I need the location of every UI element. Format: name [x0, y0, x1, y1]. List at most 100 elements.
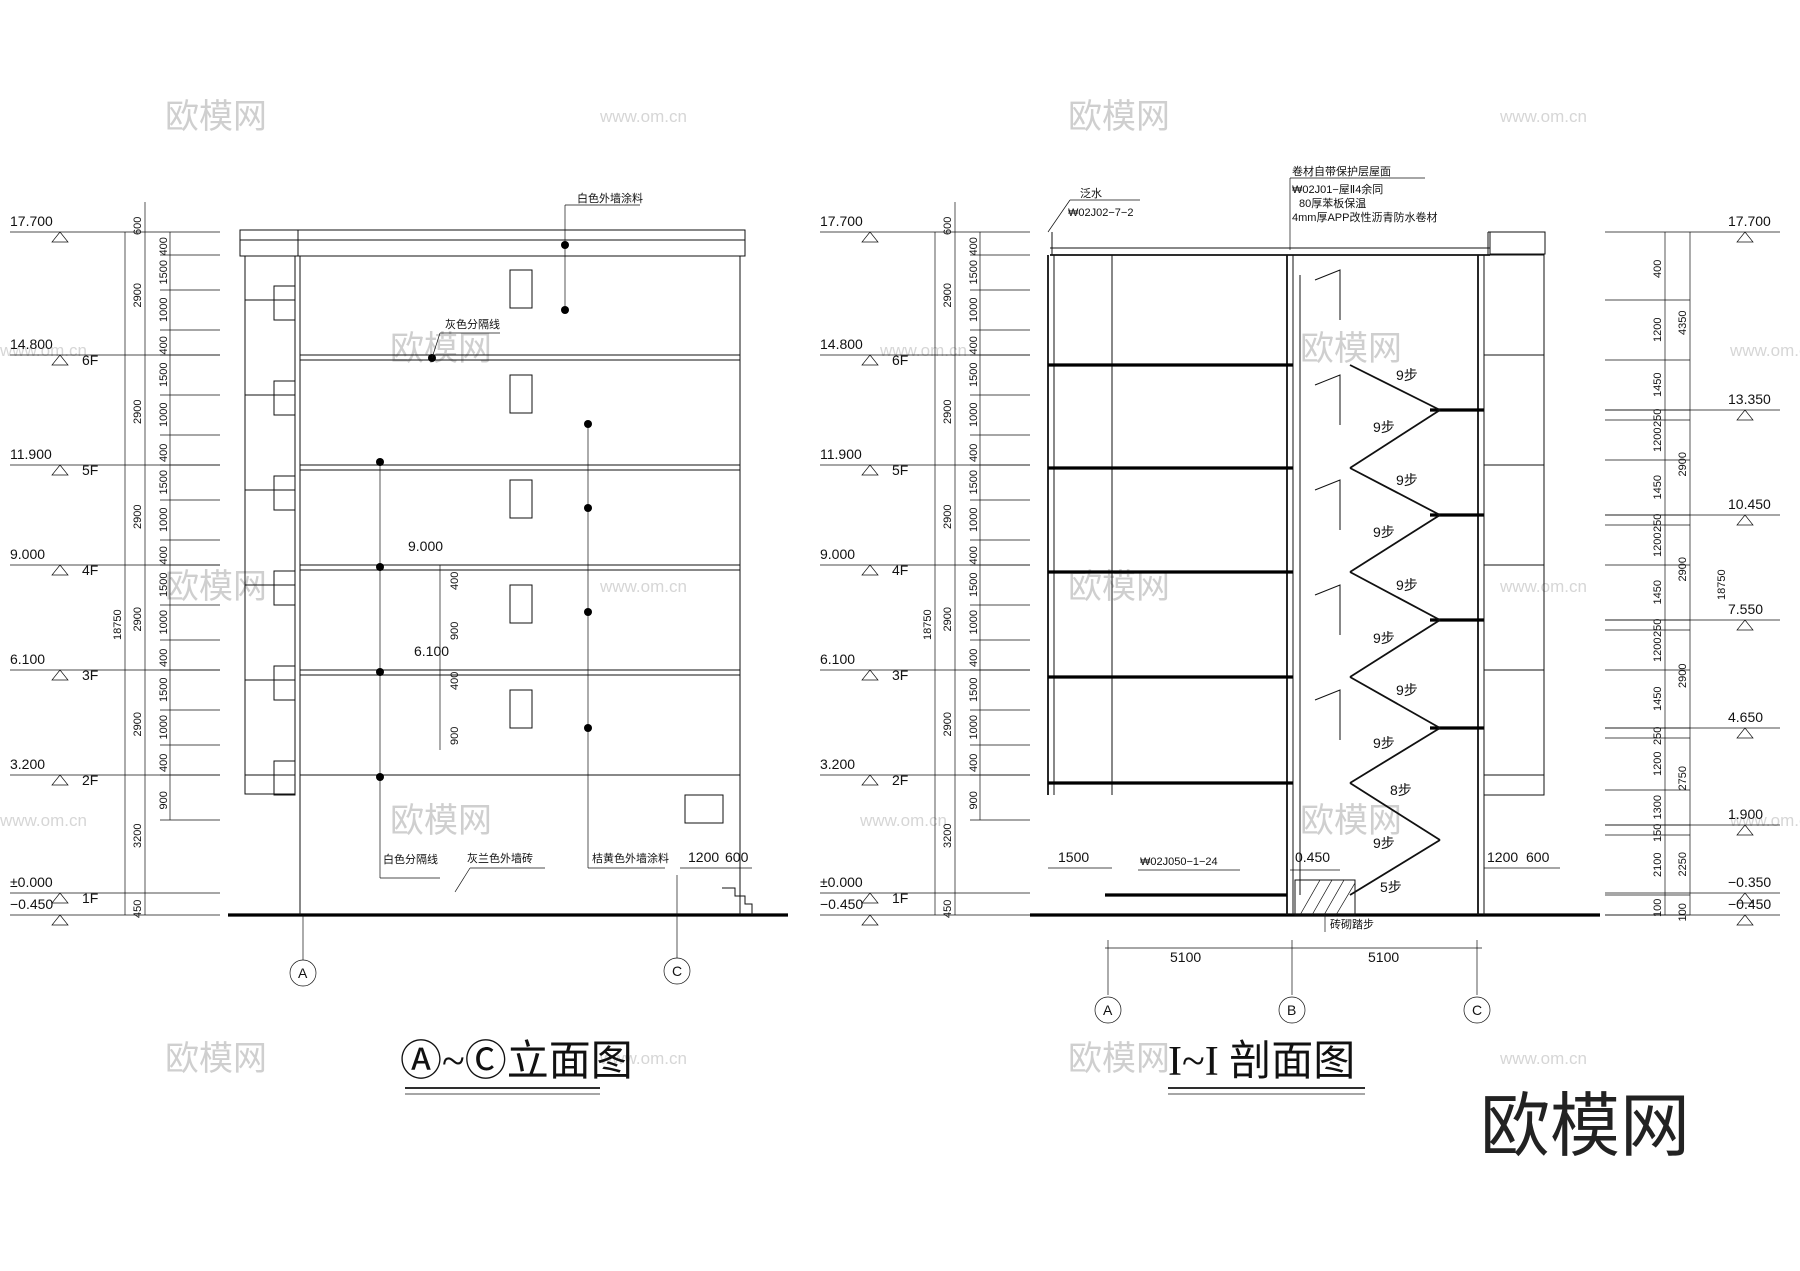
axis-label: A [1103, 1002, 1113, 1018]
dim-total: 18750 [922, 609, 934, 640]
level-elevation: 4.650 [1728, 709, 1763, 725]
watermark-logo: 欧模网 [1068, 568, 1170, 606]
facade-window [509, 374, 533, 414]
landing-slabs [1430, 408, 1484, 730]
dim-value: 1500 [968, 470, 980, 494]
axis-bubble [1463, 996, 1491, 1024]
dim-value: 2900 [132, 712, 144, 736]
window-dim: 400 [449, 572, 461, 590]
dim-value: 1000 [968, 715, 980, 739]
dim-value: 1500 [158, 470, 170, 494]
dim-value: 1200 [1652, 318, 1664, 342]
roof-note: 80厚苯板保温 [1299, 196, 1366, 210]
level-elevation: −0.450 [10, 896, 53, 912]
watermark-url: www.om.cn [1729, 341, 1800, 360]
dim-value: 2750 [1677, 766, 1689, 790]
window-dim: 400 [449, 672, 461, 690]
level-elevation: 11.900 [820, 446, 862, 462]
level-elevation: 17.700 [1728, 213, 1771, 229]
window-elev: 9.000 [408, 538, 443, 554]
dim-value: 250 [1652, 514, 1664, 532]
level-elevation: 17.700 [820, 213, 863, 229]
dim-value: 1300 [1652, 795, 1664, 819]
axis-label: C [1472, 1002, 1482, 1018]
level-marker [1736, 619, 1754, 631]
watermark-url: www.om.cn [1499, 1049, 1587, 1068]
level-elevation: −0.450 [1728, 896, 1771, 912]
dim-value: 1500 [968, 573, 980, 597]
dim-value: 3200 [132, 824, 144, 848]
dim-value: 1200 [1652, 752, 1664, 776]
entrance-steps [722, 887, 753, 915]
level-marker [861, 892, 879, 904]
level-elevation: −0.350 [1728, 874, 1771, 890]
watermark-logo: 欧模网 [1300, 802, 1402, 840]
brand-logo: 欧模网 [1480, 1087, 1690, 1165]
floor-note: 0.450 [1295, 849, 1330, 865]
axis-label: B [1287, 1002, 1296, 1018]
watermark-logo: 欧模网 [390, 330, 492, 368]
dim-value: 1200 [1652, 533, 1664, 557]
axis-dim: 5100 [1170, 949, 1201, 965]
dim-value: 3200 [942, 824, 954, 848]
leader [454, 867, 471, 893]
step-dim: 1200 [688, 849, 719, 865]
axis-bubble [1278, 996, 1306, 1024]
axis-bubble [1094, 996, 1122, 1024]
level-floor: 5F [82, 462, 98, 478]
stair-label: 5步 [1380, 879, 1402, 895]
left-dimension-column: 17.70014.8006F11.9005F9.0004F6.1003F3.20… [10, 202, 220, 926]
level-elevation: 14.800 [820, 336, 863, 352]
level-marker [51, 231, 69, 243]
dim-value: 400 [158, 649, 170, 667]
dim-value: 1000 [158, 508, 170, 532]
dim-value: 450 [132, 900, 144, 918]
watermark-logo: 欧模网 [1068, 1040, 1170, 1078]
dim-value: 1500 [158, 363, 170, 387]
level-elevation: 3.200 [820, 756, 855, 772]
dim-value: 600 [132, 217, 144, 235]
stair-label: 9步 [1373, 835, 1395, 851]
level-marker [861, 914, 879, 926]
level-marker [1736, 231, 1754, 243]
dim-value: 400 [968, 649, 980, 667]
level-floor: 1F [892, 890, 908, 906]
level-floor: 3F [82, 667, 98, 683]
watermark-logo: 欧模网 [1068, 98, 1170, 136]
axis-bubble [289, 959, 317, 987]
stair-label: 9步 [1373, 524, 1395, 540]
dim-value: 2900 [132, 400, 144, 424]
axis-dim: 5100 [1368, 949, 1399, 965]
dim-value: 1000 [158, 715, 170, 739]
dim-value: 1000 [158, 403, 170, 427]
dim-value: 400 [968, 336, 980, 354]
watermark-logo: 欧模网 [165, 98, 267, 136]
dim-value: 400 [158, 754, 170, 772]
leader [1047, 199, 1071, 233]
level-marker [861, 774, 879, 786]
dim-value: 2900 [132, 505, 144, 529]
dim-value: 150 [1652, 824, 1664, 842]
dim-value: 1500 [158, 573, 170, 597]
level-floor: 4F [82, 562, 98, 578]
level-floor: 4F [892, 562, 908, 578]
stair-label: 9步 [1396, 682, 1418, 698]
level-elevation: 6.100 [10, 651, 45, 667]
dim-value: 1500 [158, 260, 170, 284]
level-marker [51, 774, 69, 786]
facade-window [509, 689, 533, 729]
stair-label: 9步 [1396, 367, 1418, 383]
level-elevation: 13.350 [1728, 391, 1771, 407]
level-marker [1736, 514, 1754, 526]
dim-value: 100 [1652, 899, 1664, 917]
watermark-logo: 欧模网 [165, 568, 267, 606]
dim-value: 1450 [1652, 373, 1664, 397]
level-floor: 2F [892, 772, 908, 788]
stair-label: 9步 [1373, 630, 1395, 646]
window-elev: 6.100 [414, 643, 449, 659]
dim-value: 400 [968, 546, 980, 564]
axis-label: A [298, 965, 308, 981]
misc-dim: 600 [1526, 849, 1550, 865]
roof-note: 4mm厚APP改性沥青防水卷材 [1292, 210, 1437, 224]
watermark-url: www.om.cn [1499, 107, 1587, 126]
